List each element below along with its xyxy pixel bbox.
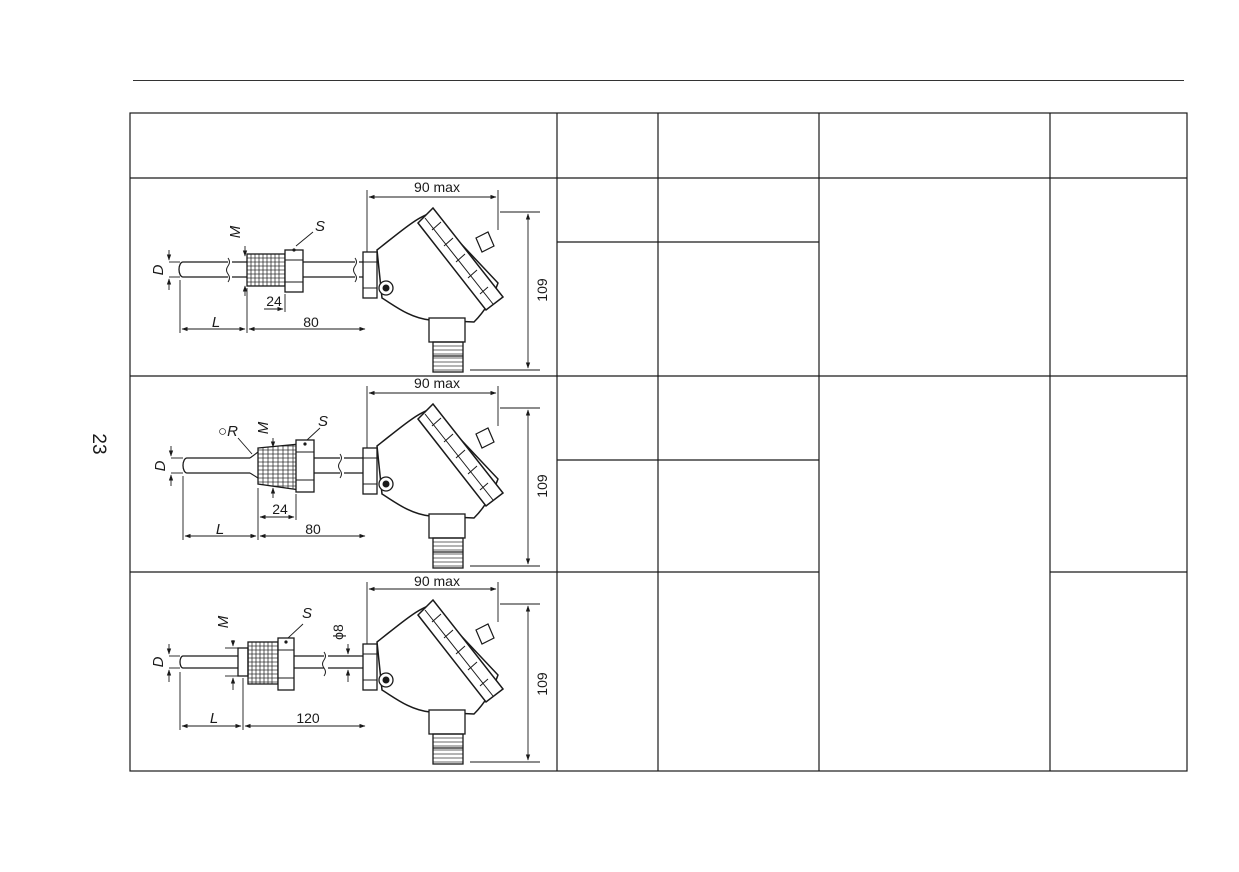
dim-length: L [216,521,224,538]
dim-radius: ○R [218,423,238,440]
dim-thread: M [215,615,232,628]
dim-wrench: S [315,218,325,235]
thermometer-drawing-3: 90 max 109 D M S ϕ8 120 L [150,573,550,765]
dim-head-width: 90 max [414,573,460,589]
dim-height: 109 [534,672,550,696]
dim-stem: 80 [303,314,319,330]
dim-wrench: S [302,605,312,622]
dim-thread: M [227,225,244,238]
dim-height: 109 [534,278,550,302]
dim-diameter: D [150,264,167,275]
thermometer-drawing-1: 90 max 109 D M S 24 80 L [150,179,550,373]
dim-wrench: S [318,413,328,430]
dim-length: L [210,710,218,727]
dim-diameter: D [150,656,167,667]
thermometer-drawing-2: 90 max 109 D ○R M S 24 80 L [152,375,550,569]
dim-head-width: 90 max [414,375,460,391]
dim-head-width: 90 max [414,179,460,195]
dim-diameter: D [152,460,169,471]
dim-height: 109 [534,474,550,498]
dim-stem: 120 [296,710,320,726]
dim-stem: 80 [305,521,321,537]
header-rule [133,80,1184,81]
dim-nut: 24 [272,501,288,517]
dim-thread: M [255,421,272,434]
dim-pipe: ϕ8 [330,624,346,640]
dim-length: L [212,314,220,331]
table-grid [129,112,1188,772]
dim-nut: 24 [266,293,282,309]
